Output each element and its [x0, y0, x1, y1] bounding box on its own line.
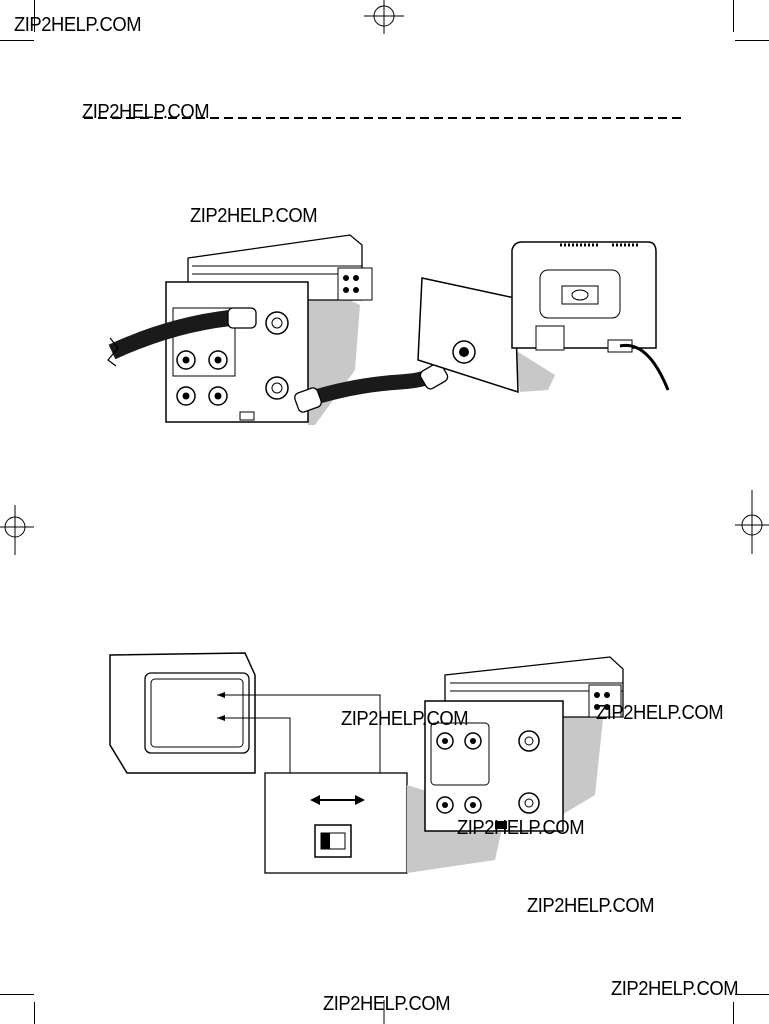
watermark: ZIP2HELP.COM: [527, 895, 655, 917]
tv-back-panel-zoom: [417, 277, 519, 394]
crop-mark-bottom-left-h: [0, 994, 34, 995]
switch-zoom-box: [264, 772, 408, 874]
watermark: ZIP2HELP.COM: [323, 993, 451, 1015]
crop-mark-bottom-left-v: [34, 1002, 35, 1024]
watermark: ZIP2HELP.COM: [14, 14, 142, 36]
watermark: ZIP2HELP.COM: [596, 702, 724, 724]
registration-mark-bottom: [383, 1000, 385, 1024]
crop-mark-top-right-h: [735, 40, 769, 41]
section-divider: [84, 117, 682, 119]
registration-mark-top: [364, 0, 404, 34]
top-illustration: [107, 234, 670, 425]
watermark: ZIP2HELP.COM: [82, 101, 210, 123]
crop-mark-bottom-right-v: [733, 1002, 734, 1024]
crop-mark-top-left-v: [34, 0, 35, 32]
crop-mark-top-right-v: [733, 0, 734, 32]
tv-screen: [144, 672, 250, 754]
registration-mark-left: [0, 505, 34, 555]
registration-mark-right: [735, 490, 769, 554]
crop-mark-top-left-h: [0, 40, 34, 41]
watermark: ZIP2HELP.COM: [190, 205, 318, 227]
antenna-cable: [108, 310, 231, 360]
crop-mark-bottom-right-h: [735, 994, 769, 995]
watermark: ZIP2HELP.COM: [457, 817, 585, 839]
watermark: ZIP2HELP.COM: [341, 708, 469, 730]
bottom-illustration: [109, 652, 624, 874]
watermark: ZIP2HELP.COM: [611, 978, 739, 1000]
